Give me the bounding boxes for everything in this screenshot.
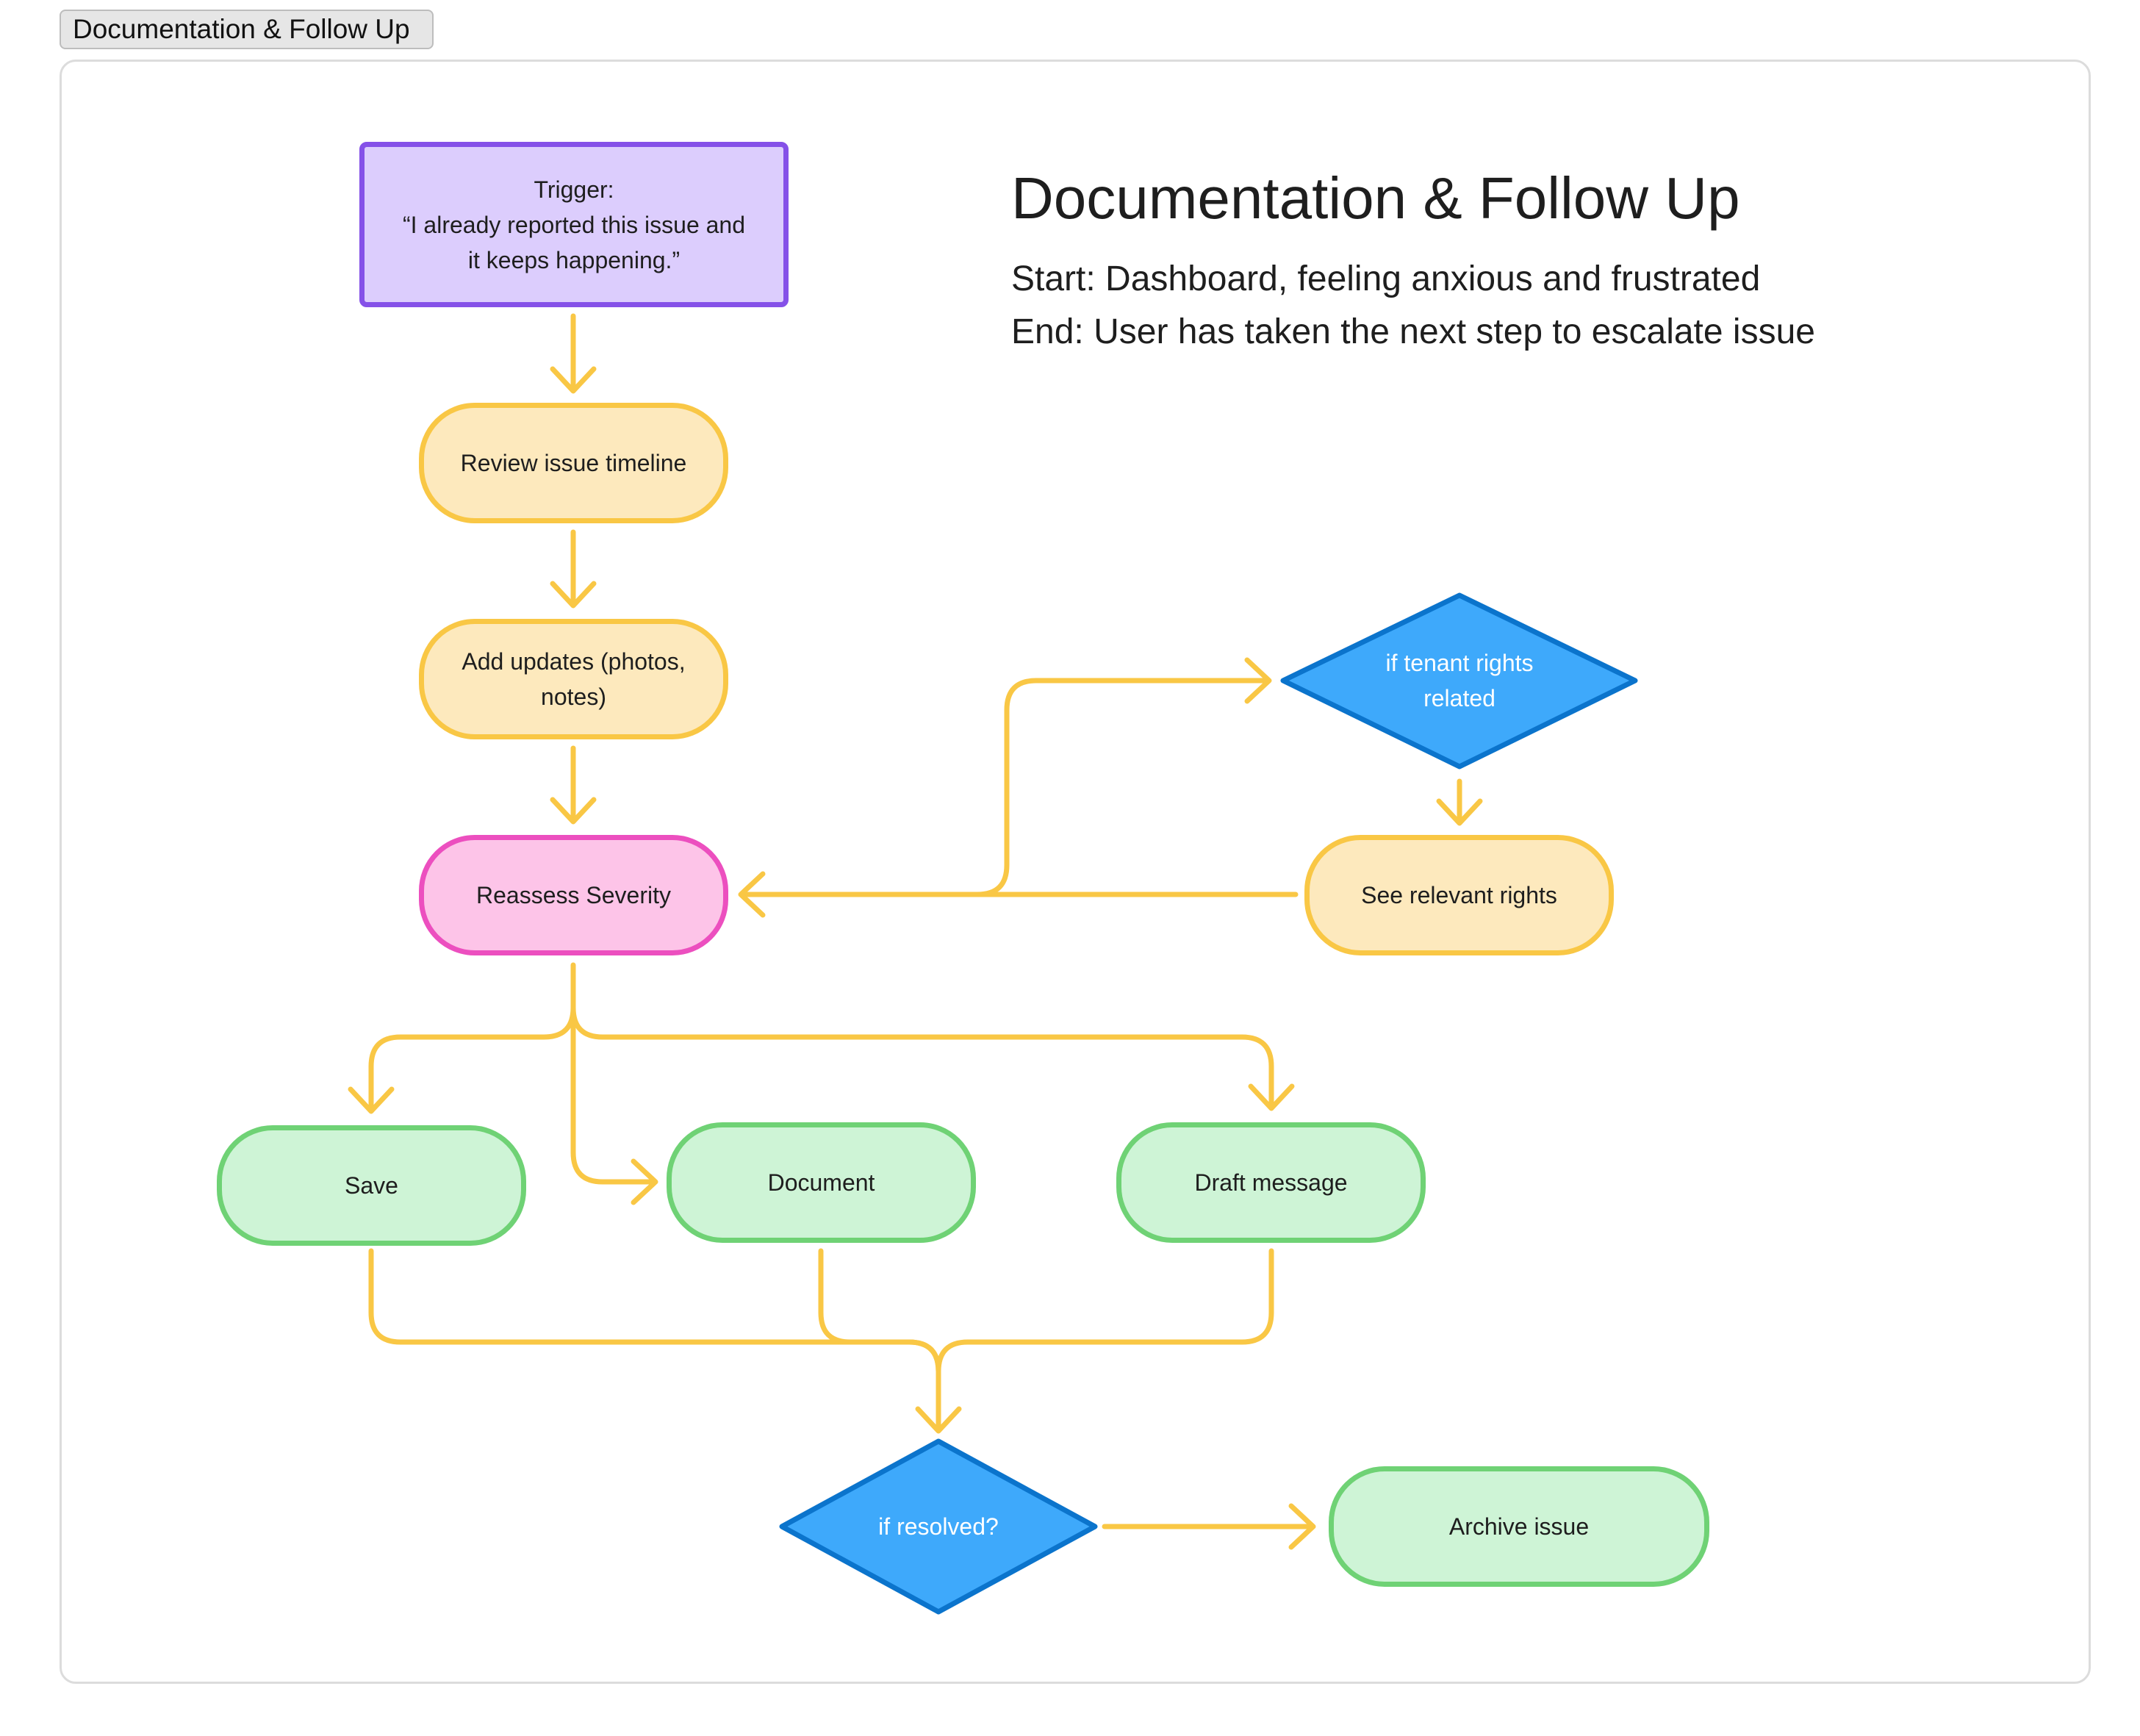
trigger-quote-line2: it keeps happening.”: [467, 246, 681, 273]
document-node[interactable]: Document: [667, 1122, 976, 1243]
save-label: Save: [345, 1172, 398, 1199]
connector-reassess-document: [570, 1005, 657, 1185]
arrowhead: [915, 1406, 962, 1434]
arrowhead: [1244, 657, 1272, 704]
tenant-rights-label-line2: related: [1423, 685, 1496, 711]
connector-draft-merge: [936, 1248, 1274, 1374]
canvas-frame: [60, 60, 2091, 1684]
see-rights-label: See relevant rights: [1361, 882, 1557, 908]
arrowhead: [348, 1086, 395, 1114]
archive-issue-node[interactable]: Archive issue: [1329, 1466, 1709, 1587]
add-updates-node[interactable]: Add updates (photos, notes): [419, 619, 728, 739]
connector-reassess-draft: [570, 1005, 1274, 1110]
tenant-rights-label-line1: if tenant rights: [1385, 650, 1534, 676]
end-description: End: User has taken the next step to esc…: [1011, 312, 1815, 351]
trigger-label: Trigger:: [534, 176, 614, 203]
arrowhead: [550, 366, 597, 394]
connector-reassess-save: [368, 1005, 576, 1113]
start-description: Start: Dashboard, feeling anxious and fr…: [1011, 259, 1761, 298]
tenant-rights-diamond[interactable]: [1280, 592, 1638, 770]
resolved-label: if resolved?: [828, 1506, 1049, 1547]
document-label: Document: [767, 1169, 875, 1196]
arrowhead: [1248, 1083, 1295, 1111]
reassess-severity-label: Reassess Severity: [476, 882, 671, 908]
arrowhead: [1288, 1503, 1316, 1550]
review-timeline-label: Review issue timeline: [460, 450, 687, 476]
frame-tab[interactable]: Documentation & Follow Up: [60, 10, 434, 49]
review-timeline-node[interactable]: Review issue timeline: [419, 403, 728, 523]
title-block: Documentation & Follow Up Start: Dashboa…: [1011, 160, 1815, 359]
connector-document-merge: [818, 1248, 941, 1374]
resolved-diamond[interactable]: [779, 1438, 1098, 1615]
trigger-quote-line1: “I already reported this issue and: [402, 211, 746, 238]
arrowhead: [550, 581, 597, 609]
diagram-title: Documentation & Follow Up: [1011, 165, 1740, 231]
add-updates-label-line2: notes): [541, 684, 606, 710]
save-node[interactable]: Save: [217, 1125, 526, 1246]
arrowhead: [738, 871, 766, 918]
arrowhead: [631, 1158, 658, 1205]
tenant-rights-label: if tenant rights related: [1335, 639, 1584, 722]
draft-message-node[interactable]: Draft message: [1116, 1122, 1426, 1243]
trigger-node[interactable]: Trigger: “I already reported this issue …: [359, 142, 789, 307]
resolved-label-text: if resolved?: [878, 1513, 999, 1540]
draft-message-label: Draft message: [1194, 1169, 1348, 1196]
archive-issue-label: Archive issue: [1448, 1513, 1590, 1540]
arrowhead: [550, 797, 597, 825]
add-updates-label-line1: Add updates (photos,: [462, 648, 686, 675]
reassess-severity-node[interactable]: Reassess Severity: [419, 835, 728, 955]
connector-reassess-tenant: [961, 678, 1271, 897]
see-rights-node[interactable]: See relevant rights: [1304, 835, 1614, 955]
arrowhead: [1436, 798, 1483, 826]
